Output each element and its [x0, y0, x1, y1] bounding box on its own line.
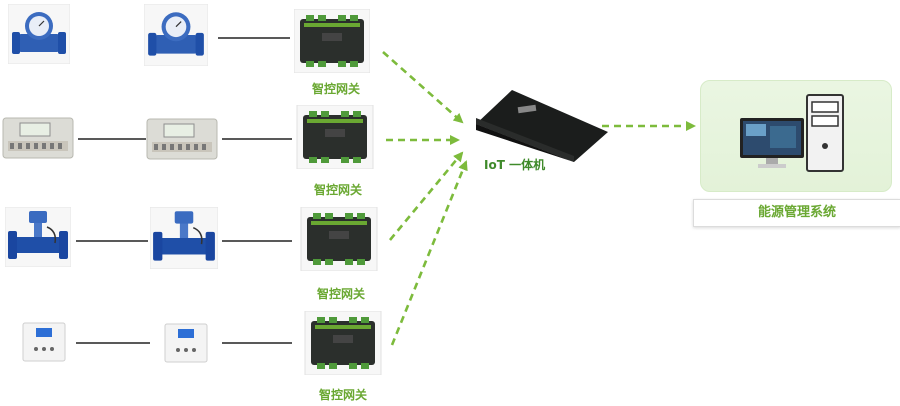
smart-gateway-icon: [304, 311, 382, 375]
smart-gateway-icon: [300, 207, 378, 271]
flow-meter-icon: [150, 207, 218, 269]
gateway-label: 智控网关: [312, 82, 361, 96]
arrow-row1: [382, 51, 464, 124]
gateway-to-hub-arrows: [382, 51, 696, 346]
power-meter-icon: [146, 116, 218, 162]
system-label: 能源管理系统: [693, 199, 900, 227]
smart-gateway-icon: [296, 105, 374, 169]
smart-socket-icon: [164, 323, 208, 363]
power-meter-icon: [2, 115, 74, 161]
gateway-label: 智控网关: [314, 183, 363, 197]
smart-socket-icon: [22, 322, 66, 362]
arrow-row4: [390, 160, 468, 346]
water-meter-icon: [144, 4, 208, 66]
flow-meter-icon: [5, 207, 71, 267]
gateway-label: 智控网关: [319, 388, 368, 402]
monitor-icon: [740, 118, 806, 170]
arrow-row3: [388, 151, 464, 241]
pc-tower-icon: [806, 94, 844, 174]
iot-hub-icon: [462, 84, 610, 162]
gateway-label: 智控网关: [317, 287, 366, 301]
smart-gateway-icon: [294, 9, 370, 73]
iot-hub-label: IoT 一体机: [484, 158, 546, 172]
water-meter-icon: [8, 4, 70, 64]
device-wires: [76, 37, 292, 344]
